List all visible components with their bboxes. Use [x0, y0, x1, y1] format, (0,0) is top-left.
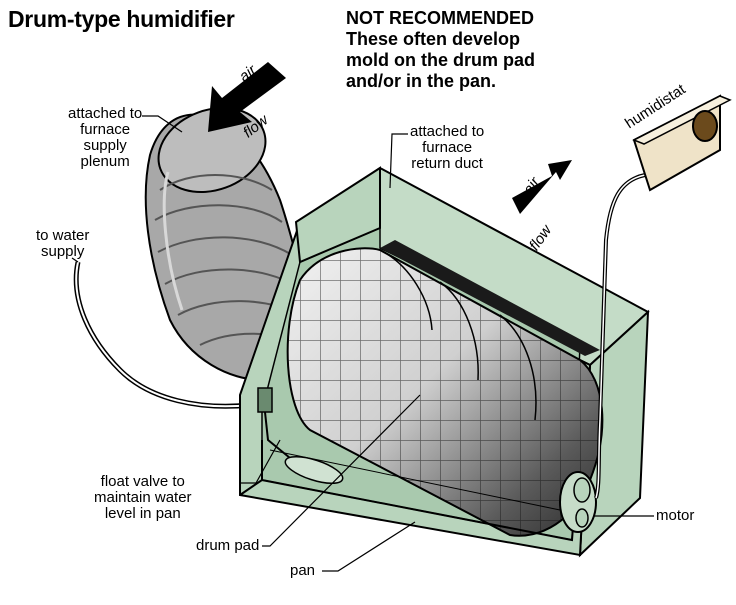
leader-lines	[71, 115, 654, 572]
label-line: attached to	[410, 123, 485, 140]
label-line: level in pan	[104, 505, 181, 522]
warning-line-4: and/or in the pan.	[346, 71, 497, 91]
label-return-duct: attached to furnace return duct	[410, 124, 484, 172]
air-flow-arrow-right	[512, 160, 572, 214]
label-float-valve: float valve to maintain water level in p…	[94, 474, 192, 522]
label-pan: pan	[290, 562, 316, 579]
label-line: furnace	[422, 139, 473, 156]
label-line: to water	[36, 227, 90, 244]
warning-note: NOT RECOMMENDED These often develop mold…	[346, 8, 535, 92]
page-title: Drum-type humidifier	[8, 6, 235, 32]
motor	[559, 471, 597, 533]
label-line: return duct	[411, 155, 483, 172]
label-line: float valve to	[100, 473, 185, 490]
humidistat	[632, 94, 732, 192]
air-flow-arrow-top	[208, 62, 286, 132]
label-line: maintain water	[94, 489, 192, 506]
float-valve	[257, 387, 344, 485]
warning-line-2: These often develop	[346, 29, 521, 49]
label-supply-plenum: attached to furnace supply plenum	[68, 106, 142, 170]
label-drum-pad: drum pad	[196, 537, 260, 554]
label-line: plenum	[80, 153, 130, 170]
label-line: supply	[41, 243, 85, 260]
warning-line-3: mold on the drum pad	[346, 50, 535, 70]
label-line: attached to	[68, 105, 143, 122]
label-motor: motor	[656, 507, 695, 524]
label-line: supply	[83, 137, 127, 154]
label-water-supply: to water supply	[36, 228, 89, 260]
label-line: furnace	[80, 121, 131, 138]
warning-line-1: NOT RECOMMENDED	[346, 8, 534, 28]
